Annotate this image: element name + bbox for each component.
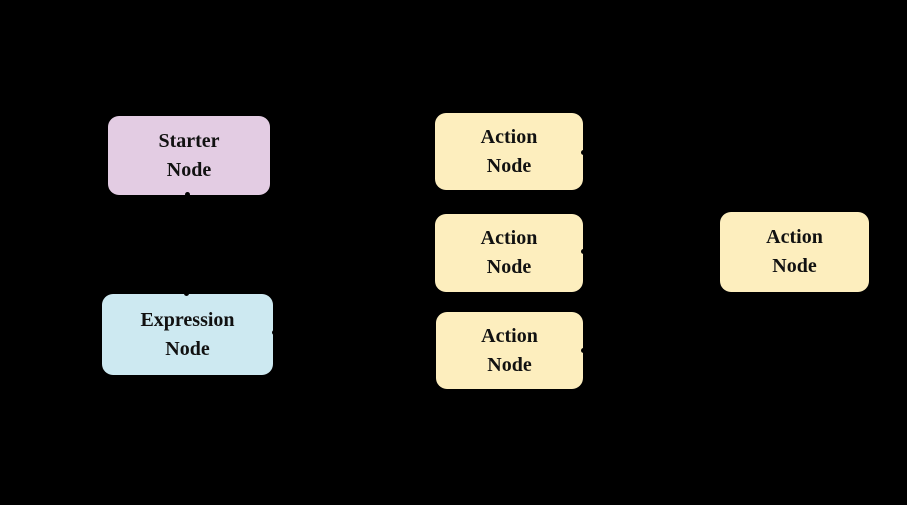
arrow-tip-dot [581,348,586,353]
action-node-right-label-line1: Action [766,226,823,248]
action-node-1-label-line2: Node [486,154,532,177]
starter-node-label-line1: Starter [158,129,220,152]
arrow-tip-dot [185,192,190,197]
expression-node-label-line1: Expression [140,308,235,331]
arrow-tip-dot [184,291,189,296]
action-node-right: Action Node [720,212,869,292]
expression-node-label-line2: Node [165,337,210,360]
action-node-2-label-line1: Action [480,227,538,249]
starter-node: Starter Node [108,116,270,195]
action-node-3: Action Node [436,312,583,389]
starter-node-label-line2: Node [166,158,212,181]
expression-node: Expression Node [102,294,273,375]
action-node-1: Action Node [435,113,583,190]
action-node-1-label-line1: Action [480,125,538,148]
arrow-tip-dot [272,330,277,335]
action-node-3-label-line1: Action [481,324,538,347]
arrow-tip-dot [581,249,586,254]
action-node-3-label-line2: Node [487,353,532,376]
action-node-2: Action Node [435,214,583,292]
action-node-2-label-line2: Node [486,256,532,278]
action-node-right-label-line2: Node [772,255,817,277]
arrow-tip-dot [581,150,586,155]
